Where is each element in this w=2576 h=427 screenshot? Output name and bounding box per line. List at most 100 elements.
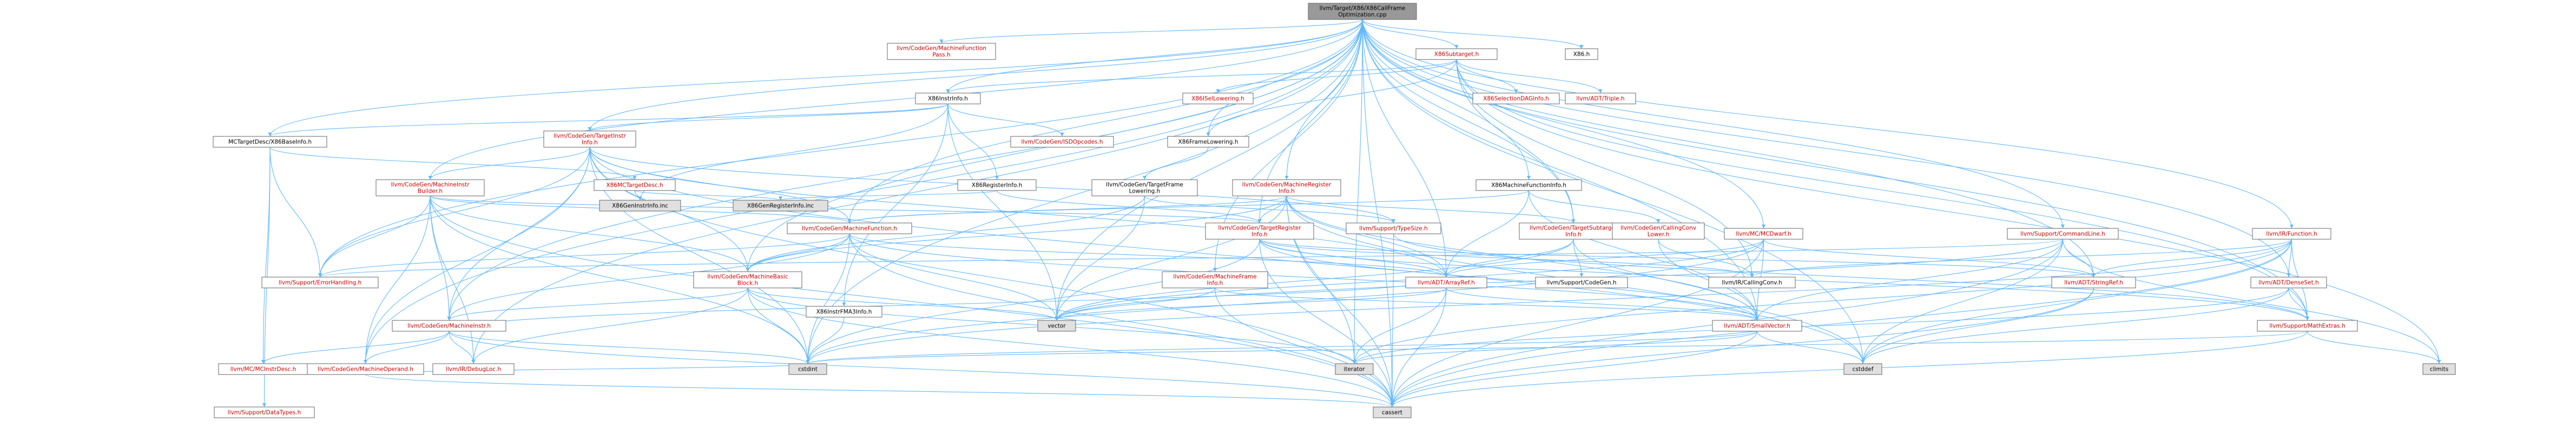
edge-x86subtarget-to-x86framelowering bbox=[1208, 59, 1457, 137]
edge-mfi-to-cassert bbox=[1214, 287, 1393, 408]
node-box-stringref bbox=[2051, 277, 2136, 288]
edge-mcdwarf-to-cstdint bbox=[807, 239, 1764, 364]
edge-mri-to-mf bbox=[849, 195, 1287, 224]
edge-machineinstr-to-cstdint bbox=[449, 331, 808, 364]
node-label-tri: Info.h bbox=[1251, 232, 1268, 238]
node-errorhandling[interactable]: llvm/Support/ErrorHandling.h bbox=[261, 277, 379, 288]
node-mathextras[interactable]: llvm/Support/MathExtras.h bbox=[2257, 320, 2358, 332]
node-isdopcodes[interactable]: llvm/CodeGen/ISDOpcodes.h bbox=[1010, 136, 1114, 148]
node-arrayref[interactable]: llvm/ADT/ArrayRef.h bbox=[1405, 277, 1487, 288]
node-mcdwarf[interactable]: llvm/MC/MCDwarf.h bbox=[1724, 228, 1803, 240]
edge-typesize-to-mathextras bbox=[1393, 233, 2308, 321]
edge-tii-to-mib bbox=[430, 147, 590, 180]
edge-arrowhead-triple bbox=[1598, 89, 1603, 93]
node-box-mf bbox=[787, 222, 912, 234]
node-label-mib: llvm/CodeGen/MachineInstr bbox=[391, 182, 470, 188]
edge-x86subtarget-to-triple bbox=[1456, 59, 1601, 94]
edge-root-to-irfunction bbox=[1362, 19, 2292, 229]
node-box-mathextras bbox=[2257, 320, 2358, 332]
edge-irfunction-to-stringref bbox=[2093, 239, 2292, 278]
edge-arrowhead-mathextras bbox=[2305, 317, 2309, 320]
node-box-mcdwarf bbox=[1724, 228, 1803, 240]
node-stringref[interactable]: llvm/ADT/StringRef.h bbox=[2051, 277, 2136, 288]
node-x86mctargetdesc[interactable]: X86MCTargetDesc.h bbox=[594, 179, 676, 191]
node-box-mib bbox=[375, 179, 485, 196]
edge-x86subtarget-to-tsi bbox=[1456, 59, 1574, 224]
node-callingconv[interactable]: llvm/IR/CallingConv.h bbox=[1708, 277, 1796, 288]
edge-irfunction-to-cassert bbox=[1392, 239, 2292, 408]
edge-mctargetdesc-to-errorhandling bbox=[269, 147, 321, 278]
edge-arrowhead-x86h bbox=[1579, 45, 1584, 49]
edge-arrowhead-mo bbox=[364, 360, 367, 364]
node-datatypes[interactable]: llvm/Support/DataTypes.h bbox=[214, 406, 315, 418]
node-label-mfpass: Pass.h bbox=[932, 52, 950, 58]
edge-arrowhead-mri bbox=[1284, 176, 1289, 180]
edge-arrowhead-mfpass bbox=[939, 40, 944, 43]
edge-arrowhead-commandline bbox=[2061, 225, 2065, 228]
node-root[interactable]: llvm/Target/X86/X86CallFrameOptimization… bbox=[1308, 3, 1417, 20]
node-debugloc[interactable]: llvm/IR/DebugLoc.h bbox=[432, 363, 515, 375]
edge-irfunction-to-callingconv bbox=[1751, 239, 2292, 278]
node-x86instrinfo[interactable]: X86InstrInfo.h bbox=[915, 93, 981, 104]
node-label-mfi: Info.h bbox=[1207, 280, 1223, 287]
node-supportcodegen[interactable]: llvm/Support/CodeGen.h bbox=[1535, 277, 1628, 288]
node-commandline[interactable]: llvm/Support/CommandLine.h bbox=[2007, 228, 2119, 240]
edge-arrowhead-cstdint bbox=[806, 360, 810, 364]
node-mf[interactable]: llvm/CodeGen/MachineFunction.h bbox=[787, 222, 912, 234]
node-x86h[interactable]: X86.h bbox=[1565, 48, 1598, 60]
edge-tii-to-mo bbox=[365, 147, 590, 364]
node-box-x86mfi bbox=[1475, 179, 1582, 191]
node-label-mcinstrdesc: llvm/MC/MCInstrDesc.h bbox=[230, 366, 297, 373]
edge-root-to-x86mfi bbox=[1362, 19, 1530, 180]
node-box-climits bbox=[2422, 363, 2456, 375]
node-label-mbb: Block.h bbox=[737, 280, 758, 287]
node-smallvector[interactable]: llvm/ADT/SmallVector.h bbox=[1712, 320, 1802, 332]
node-vector: vector bbox=[1037, 320, 1076, 332]
node-cassert: cassert bbox=[1373, 406, 1412, 418]
edge-mri-to-tsi bbox=[1286, 195, 1574, 224]
node-label-x86genreginfo: X86GenRegisterInfo.inc bbox=[747, 203, 814, 209]
node-label-x86isellowering: X86ISelLowering.h bbox=[1191, 96, 1244, 102]
edge-arrowhead-machineinstr bbox=[447, 317, 451, 320]
edge-root-to-x86subtarget bbox=[1362, 19, 1457, 49]
edge-arrowhead-cassert bbox=[1390, 403, 1394, 407]
node-mcinstrdesc[interactable]: llvm/MC/MCInstrDesc.h bbox=[218, 363, 308, 375]
node-box-commandline bbox=[2007, 228, 2119, 240]
node-mctargetdesc[interactable]: MCTargetDesc/X86BaseInfo.h bbox=[213, 136, 327, 148]
node-label-tri: llvm/CodeGen/TargetRegister bbox=[1218, 225, 1301, 232]
node-label-debugloc: llvm/IR/DebugLoc.h bbox=[446, 366, 501, 373]
node-machineinstr[interactable]: llvm/CodeGen/MachineInstr.h bbox=[392, 320, 506, 332]
edge-x86instrinfo-to-x86reginfo bbox=[947, 103, 998, 180]
edge-arrowhead-x86isellowering bbox=[1216, 89, 1220, 93]
node-label-commandline: llvm/Support/CommandLine.h bbox=[2020, 231, 2105, 238]
node-irfunction[interactable]: llvm/IR/Function.h bbox=[2252, 228, 2331, 240]
node-denseset[interactable]: llvm/ADT/DenseSet.h bbox=[2250, 277, 2327, 288]
node-x86mfi[interactable]: X86MachineFunctionInfo.h bbox=[1475, 179, 1582, 191]
node-x86framelowering[interactable]: X86FrameLowering.h bbox=[1167, 136, 1249, 148]
node-x86selectiondag[interactable]: X86SelectionDAGInfo.h bbox=[1472, 93, 1560, 104]
node-box-supportcodegen bbox=[1535, 277, 1628, 288]
node-label-mfpass: llvm/CodeGen/MachineFunction bbox=[897, 45, 986, 52]
node-x86reginfo[interactable]: X86RegisterInfo.h bbox=[957, 179, 1037, 191]
node-typesize[interactable]: llvm/Support/TypeSize.h bbox=[1346, 222, 1441, 234]
node-x86subtarget[interactable]: X86Subtarget.h bbox=[1415, 48, 1498, 60]
edge-x86instrinfo-to-tii bbox=[589, 103, 948, 132]
node-mo[interactable]: llvm/CodeGen/MachineOperand.h bbox=[307, 363, 424, 375]
node-x86isellowering[interactable]: X86ISelLowering.h bbox=[1182, 93, 1254, 104]
edge-tri-to-cassert bbox=[1259, 239, 1393, 408]
node-x86instrfma[interactable]: X86InstrFMA3Info.h bbox=[806, 306, 882, 318]
edge-root-to-commandline bbox=[1362, 19, 2064, 229]
node-layer: llvm/Target/X86/X86CallFrameOptimization… bbox=[213, 3, 2456, 418]
node-triple[interactable]: llvm/ADT/Triple.h bbox=[1565, 93, 1636, 104]
edge-mf-to-cstdint bbox=[807, 233, 850, 364]
